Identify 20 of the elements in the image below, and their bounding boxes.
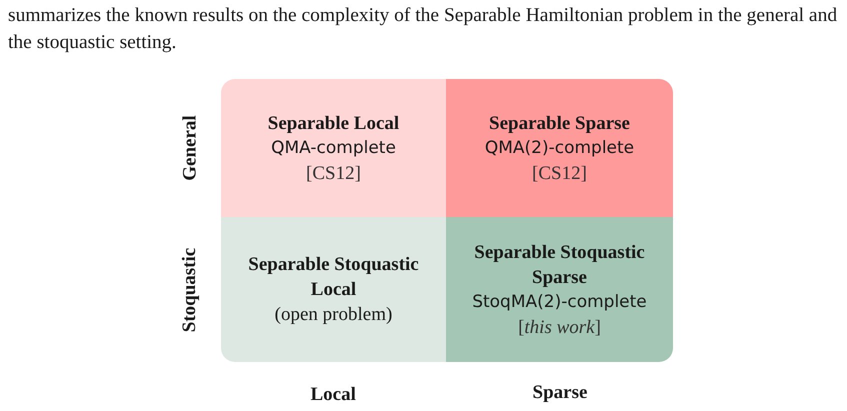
complexity-cell	[221, 217, 446, 362]
citation: [CS12]	[306, 162, 361, 186]
row-header: General	[179, 115, 202, 181]
cell-heading: Separable Sparse	[489, 112, 630, 136]
cell-heading: Separable Local	[268, 112, 400, 136]
row-header: Stoquastic	[179, 248, 202, 332]
complexity-cell	[446, 79, 673, 217]
cell-heading: Separable Stoquastic Local	[247, 253, 420, 302]
complexity-cell	[221, 79, 446, 217]
citation: [this work]	[518, 316, 601, 340]
column-header: Sparse	[532, 382, 588, 404]
status-note: (open problem)	[274, 303, 392, 327]
complexity-class: QMA-complete	[271, 136, 396, 160]
citation: [CS12]	[532, 162, 587, 186]
column-header: Local	[310, 384, 356, 406]
complexity-cell	[446, 217, 673, 362]
intro-paragraph: summarizes the known results on the complexity of the Separable Hamiltonian problem in the general and the stoquastic setting.	[8, 4, 838, 55]
complexity-class: QMA(2)-complete	[484, 136, 634, 160]
cell-heading: Separable Stoquastic Sparse	[473, 240, 646, 290]
complexity-class: StoqMA(2)-complete	[472, 290, 647, 314]
